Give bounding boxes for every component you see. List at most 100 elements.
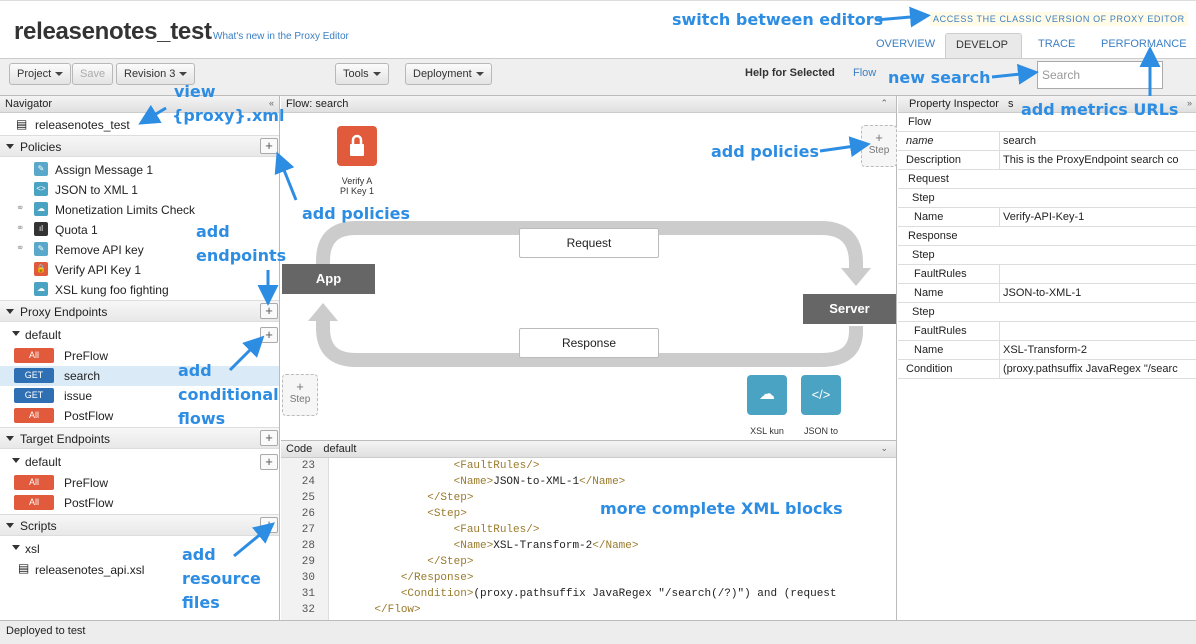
save-button[interactable]: Save (72, 63, 114, 85)
code-line: 25 </Step> (281, 490, 897, 506)
policies-section[interactable]: Policies (0, 135, 279, 157)
response-step-slot[interactable]: +Step (282, 374, 318, 416)
policy-item[interactable]: 🔒Verify API Key 1 (16, 260, 266, 280)
flow-name: search (64, 369, 101, 383)
proxy-endpoint-default[interactable]: default (0, 326, 279, 346)
property-value[interactable] (1001, 265, 1196, 284)
code-token: </Flow> (374, 604, 421, 616)
tab-develop[interactable]: DEVELOP (945, 33, 1022, 58)
request-step-slot[interactable]: +Step (861, 125, 897, 167)
code-editor[interactable]: Code default ⌄ 23 <FaultRules/>24 <Name>… (281, 440, 897, 621)
property-value[interactable]: XSL-Transform-2 (1003, 344, 1087, 356)
add-resource-button[interactable]: + (260, 517, 278, 533)
status-bar: Deployed to test (0, 620, 1196, 644)
code-token: </Name> (592, 540, 639, 552)
classic-editor-link[interactable]: ACCESS THE CLASSIC VERSION OF PROXY EDIT… (930, 12, 1188, 26)
proxy-endpoints-section[interactable]: Proxy Endpoints (0, 300, 279, 322)
help-for-selected-label: Help for Selected (745, 67, 835, 79)
property-value[interactable] (1001, 322, 1196, 341)
policy-name: XSL kung foo fighting (55, 283, 169, 297)
property-row[interactable]: FaultRules (898, 265, 1196, 284)
collapse-navigator-button[interactable]: « (268, 98, 274, 108)
target-endpoints-section[interactable]: Target Endpoints (0, 427, 279, 449)
line-number: 32 (301, 604, 315, 616)
tab-performance[interactable]: PERFORMANCE (1101, 38, 1187, 50)
request-flow-label[interactable]: Request (519, 228, 659, 258)
app-endpoint[interactable]: App (282, 264, 375, 294)
code-line: 24 <Name>JSON-to-XML-1</Name> (281, 474, 897, 490)
scripts-folder-xsl[interactable]: xsl (0, 540, 279, 560)
collapse-flow-button[interactable]: ⌃ (880, 98, 888, 108)
tab-trace[interactable]: TRACE (1038, 38, 1076, 50)
chevron-down-icon (55, 72, 64, 77)
search-input[interactable] (1037, 61, 1163, 89)
annotation-add-metrics: add metrics URLs (1021, 100, 1179, 119)
flow-name: PreFlow (64, 349, 109, 363)
property-value[interactable]: Verify-API-Key-1 (1003, 211, 1085, 223)
flow-name: PreFlow (64, 476, 109, 490)
policy-item[interactable]: ✎Assign Message 1 (16, 160, 266, 180)
tab-overview[interactable]: OVERVIEW (876, 38, 936, 50)
collapse-inspector-button[interactable]: » (1186, 98, 1192, 108)
add-target-flow-button[interactable]: + (260, 454, 278, 470)
json-to-xml-policy-tile[interactable]: </> (801, 375, 841, 415)
verify-api-key-policy-tile[interactable] (337, 126, 377, 166)
line-number: 27 (301, 524, 315, 536)
property-value[interactable]: This is the ProxyEndpoint search co (1003, 154, 1179, 166)
code-header: Code default ⌄ (281, 441, 896, 458)
policy-item[interactable]: <>JSON to XML 1 (16, 180, 266, 200)
project-menu-button[interactable]: Project (9, 63, 72, 85)
code-lines: 23 <FaultRules/>24 <Name>JSON-to-XML-1</… (281, 458, 897, 618)
file-icon: ▤ (18, 561, 30, 575)
xsl-policy-tile[interactable]: ☁ (747, 375, 787, 415)
policy-item[interactable]: ⚭☁Monetization Limits Check (16, 200, 266, 220)
help-flow-link[interactable]: Flow (853, 67, 877, 79)
property-row[interactable]: FaultRules (898, 322, 1196, 341)
policy-item[interactable]: ☁XSL kung foo fighting (16, 280, 266, 300)
expand-triangle-icon (6, 309, 14, 314)
expand-triangle-icon (6, 436, 14, 441)
target-endpoint-default[interactable]: default (0, 453, 279, 473)
line-number: 25 (301, 492, 315, 504)
response-flow-label[interactable]: Response (519, 328, 659, 358)
property-key: Name (898, 284, 1000, 303)
add-target-endpoint-button[interactable]: + (260, 430, 278, 446)
scripts-section[interactable]: Scripts (0, 514, 279, 536)
add-proxy-endpoint-button[interactable]: + (260, 303, 278, 319)
expand-triangle-icon (6, 144, 14, 149)
deployment-menu-button[interactable]: Deployment (405, 63, 492, 85)
property-row[interactable]: Condition(proxy.pathsuffix JavaRegex "/s… (898, 360, 1196, 379)
revision-menu-button[interactable]: Revision 3 (116, 63, 196, 85)
tools-menu-button[interactable]: Tools (335, 63, 389, 85)
policy-item[interactable]: ⚭✎Remove API key (16, 240, 266, 260)
annotation-view-line1: view (174, 82, 216, 101)
property-value[interactable]: (proxy.pathsuffix JavaRegex "/searc (1003, 363, 1178, 375)
property-section: Response (898, 227, 1196, 246)
policy-icon: ✎ (34, 162, 48, 176)
collapse-code-button[interactable]: ⌄ (880, 443, 888, 453)
whats-new-link[interactable]: What's new in the Proxy Editor (213, 31, 349, 42)
line-number: 26 (301, 508, 315, 520)
add-conditional-flow-button[interactable]: + (260, 327, 278, 343)
flow-canvas: Flow: search ⌃ Verify A PI Key 1 +Step +… (281, 96, 897, 440)
code-token: <Name> (453, 540, 494, 552)
server-endpoint[interactable]: Server (803, 294, 896, 324)
property-value[interactable]: JSON-to-XML-1 (1003, 287, 1082, 299)
inspector-header: Property Inspector s » (898, 96, 1196, 113)
property-value[interactable]: search (1003, 135, 1037, 147)
code-token: </Step> (427, 556, 474, 568)
response-arrow-head (308, 303, 338, 321)
add-policy-button[interactable]: + (260, 138, 278, 154)
